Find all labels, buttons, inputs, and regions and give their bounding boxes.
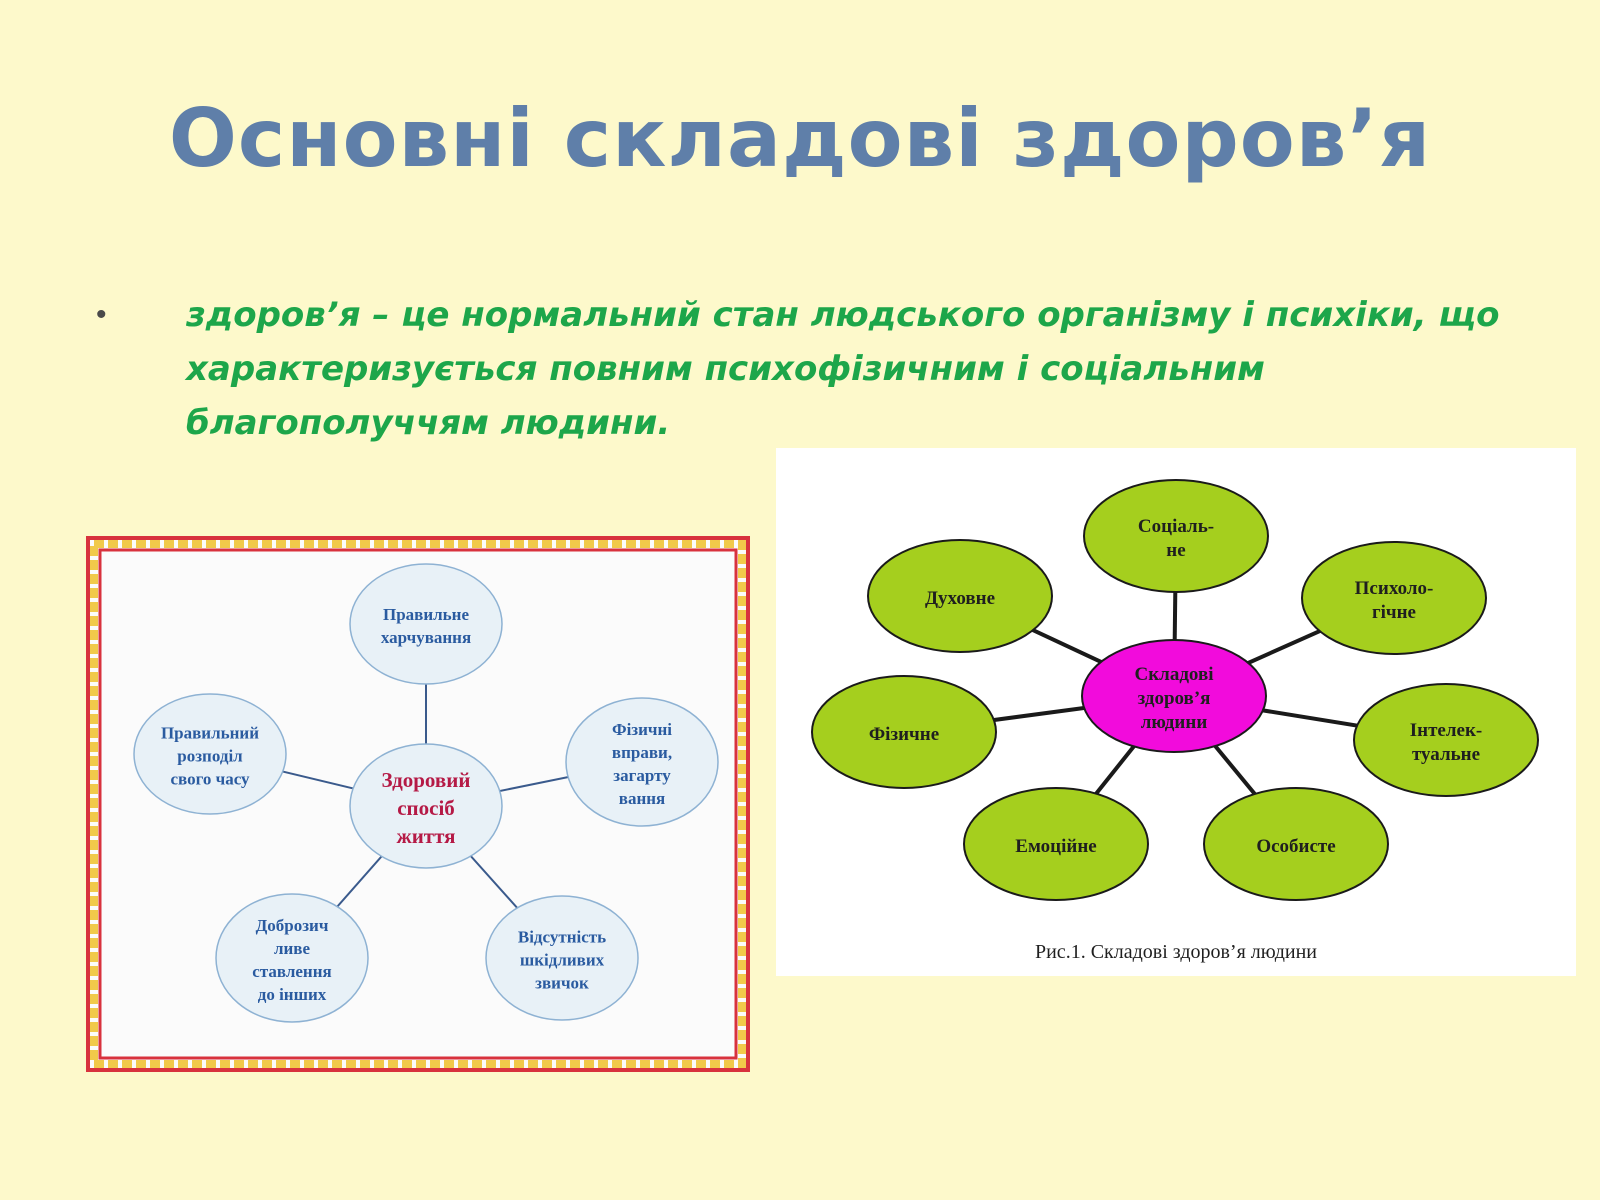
node-shape [1353, 683, 1539, 797]
node-shape [1301, 541, 1487, 655]
node-shape [1081, 639, 1267, 753]
node-shape [1203, 787, 1389, 901]
bubble-shape [133, 693, 287, 815]
node-shape [811, 675, 997, 789]
node-shape [1083, 479, 1269, 593]
node-label: Фізичне [869, 724, 939, 745]
slide-title: Основні складові здоров’я [168, 92, 1432, 185]
bubble-shape [349, 563, 503, 685]
node-shape [963, 787, 1149, 901]
node-label: Особисте [1256, 836, 1335, 857]
frame-ornament-border [90, 540, 746, 1068]
node-label: Інтелек-туальне [1410, 720, 1482, 765]
node-personal: Особисте [1203, 787, 1389, 901]
bubble-shape [215, 893, 369, 1023]
node-label: Психоло-гічне [1355, 578, 1434, 623]
node-spiritual: Духовне [867, 539, 1053, 653]
node-label: Емоційне [1015, 836, 1096, 857]
bullet-point: • [96, 298, 107, 331]
frame-inner-border [98, 548, 738, 1060]
bubble-shape [485, 895, 639, 1021]
node-label: Соціаль-не [1138, 516, 1214, 561]
node-intellectual: Інтелек-туальне [1353, 683, 1539, 797]
figure-caption: Рис.1. Складові здоров’я людини [1035, 941, 1317, 963]
node-label: Духовне [925, 588, 995, 609]
health-components-diagram-svg: Соціаль-неПсихоло-гічнеІнтелек-туальнеОс… [811, 479, 1539, 963]
node-social: Соціаль-не [1083, 479, 1269, 593]
node-shape [867, 539, 1053, 653]
bubble-shape [565, 697, 719, 827]
node-physical: Фізичне [811, 675, 997, 789]
node-emotional: Емоційне [963, 787, 1149, 901]
node-psychological: Психоло-гічне [1301, 541, 1487, 655]
frame-outer-border [86, 536, 750, 1072]
health-definition: здоров’я – це нормальний стан людського … [186, 295, 1500, 443]
bubble-shape [349, 743, 503, 869]
